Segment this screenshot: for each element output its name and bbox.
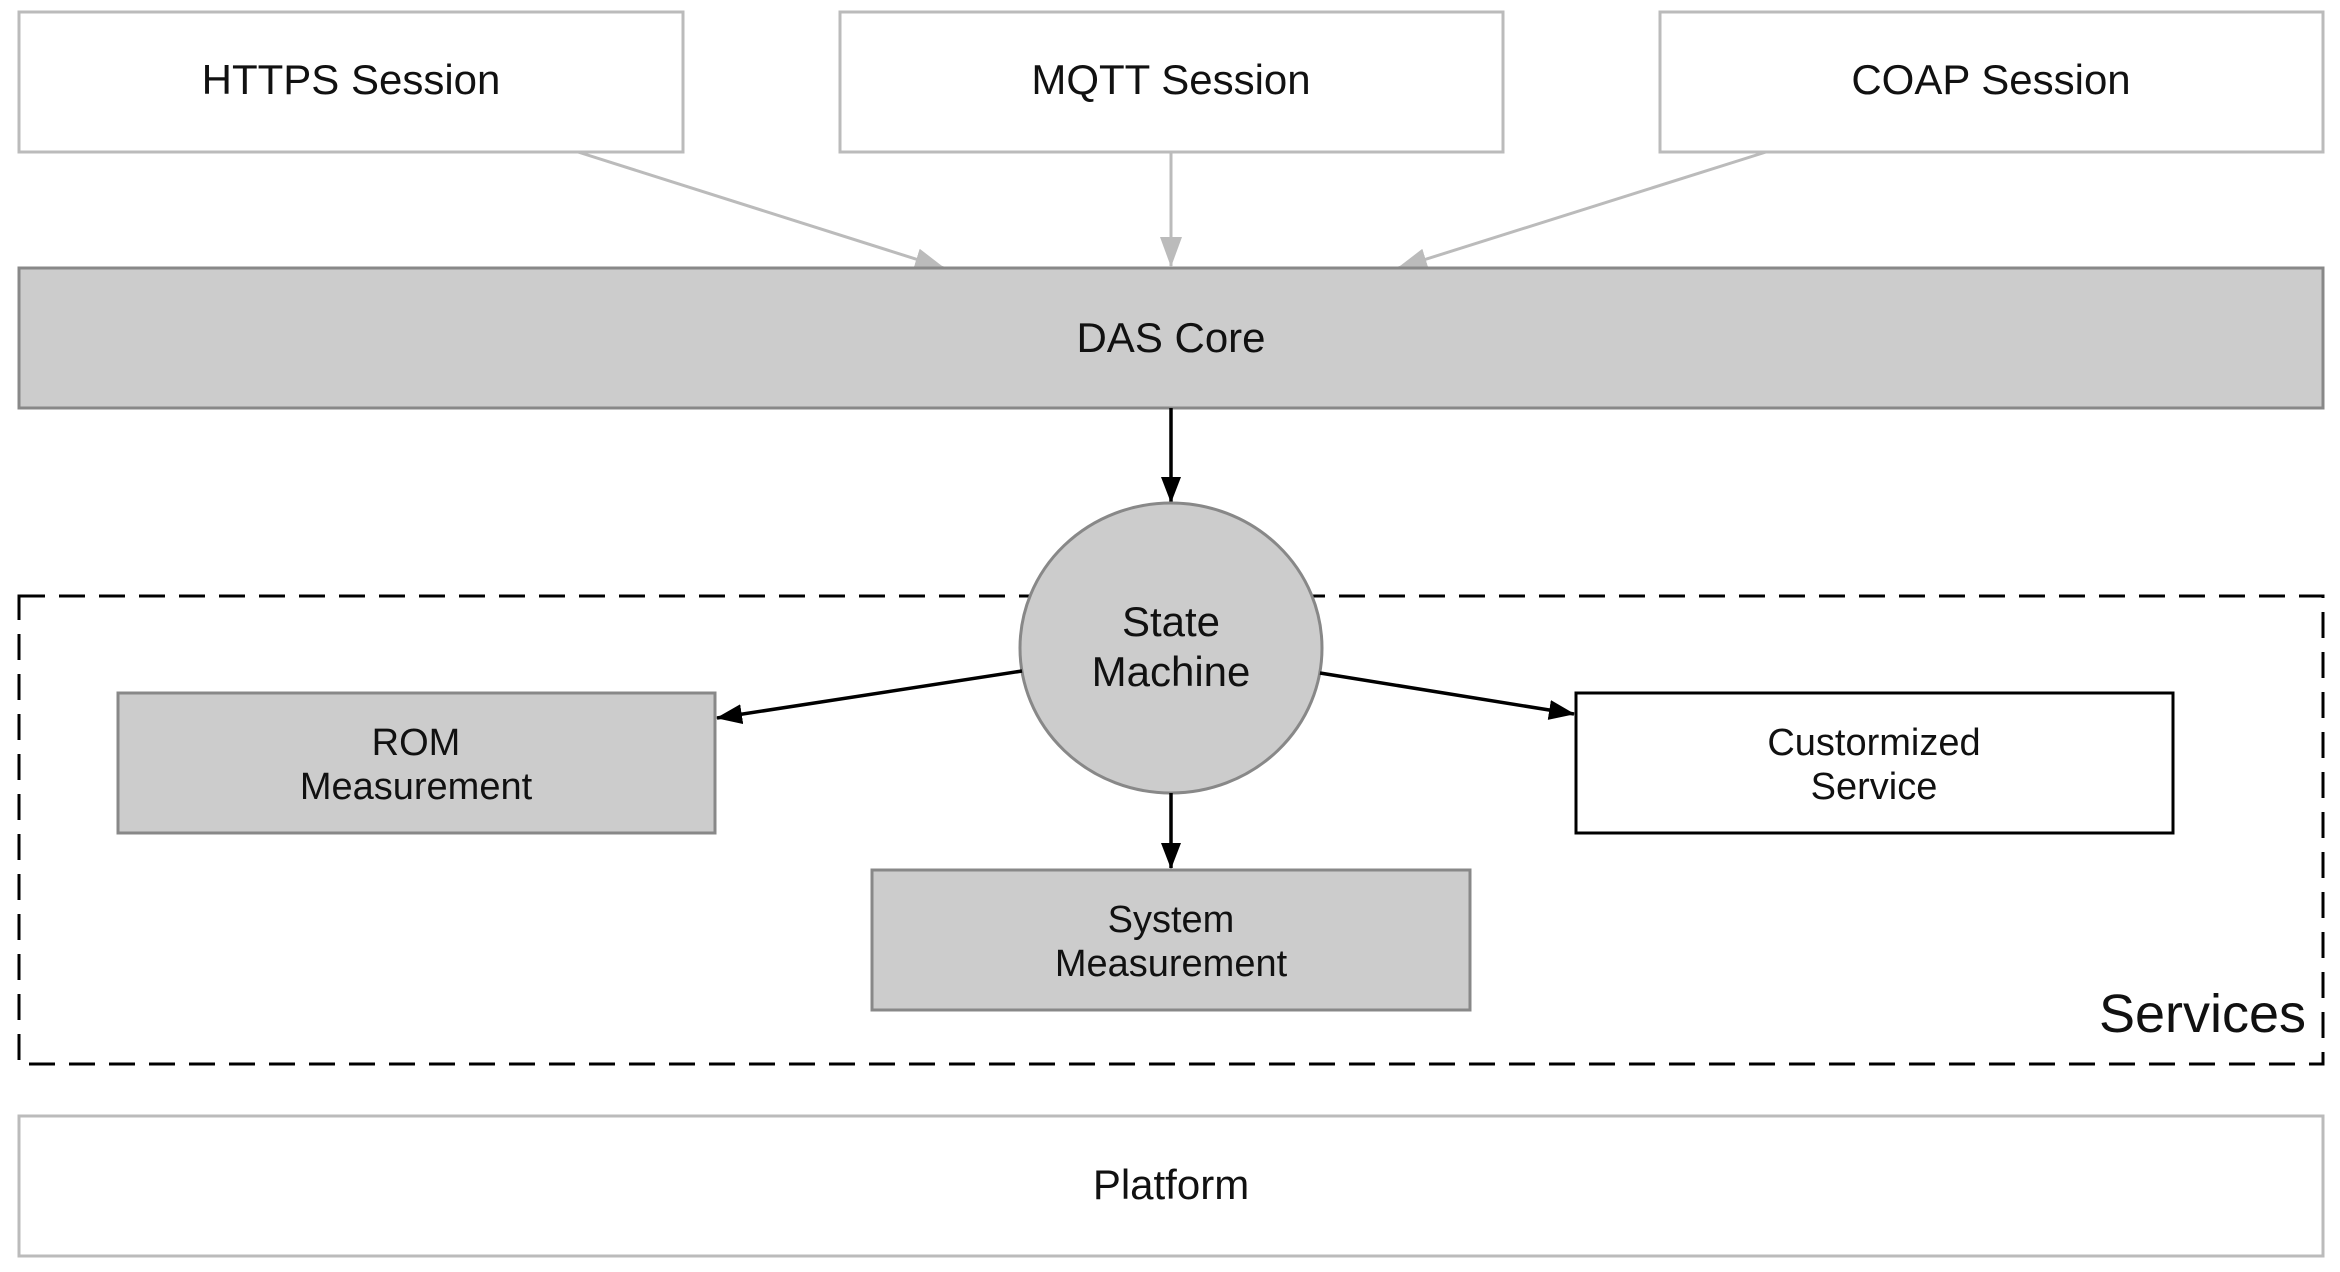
das-core-node: DAS Core [17,266,2325,410]
coap-session-label: COAP Session [1851,56,2130,103]
state-machine-label-line1: State [1122,598,1220,645]
system-measurement-label-line1: System [1108,899,1235,941]
mqtt-session-label: MQTT Session [1031,56,1310,103]
arrow-https-to-das-core [577,150,945,270]
customized-service-label-line2: Service [1811,766,1938,808]
platform-node: Platform [17,1114,2325,1258]
https-session-node: HTTPS Session [17,10,685,154]
das-core-label: DAS Core [1076,314,1265,361]
customized-service-node: Custormized Service [1574,691,2175,835]
arrow-state-machine-to-customized-service [1319,671,1575,720]
platform-label: Platform [1093,1161,1249,1208]
system-measurement-node: System Measurement [870,868,1472,1012]
services-group-label: Services [2099,984,2306,1044]
rom-measurement-label-line2: Measurement [300,766,533,808]
state-machine-label-line2: Machine [1092,648,1251,695]
rom-measurement-label-line1: ROM [372,722,461,764]
https-session-label: HTTPS Session [202,56,501,103]
rom-measurement-node: ROM Measurement [116,691,717,835]
arrow-coap-to-das-core [1397,150,1767,270]
arrow-state-machine-to-rom-measurement [716,669,1023,725]
services-group: Services [17,594,2325,1066]
system-measurement-label-line2: Measurement [1055,943,1288,985]
mqtt-session-node: MQTT Session [838,10,1505,154]
state-machine-node: State Machine [1018,501,1324,795]
customized-service-label-line1: Custormized [1767,722,1980,764]
coap-session-node: COAP Session [1658,10,2325,154]
